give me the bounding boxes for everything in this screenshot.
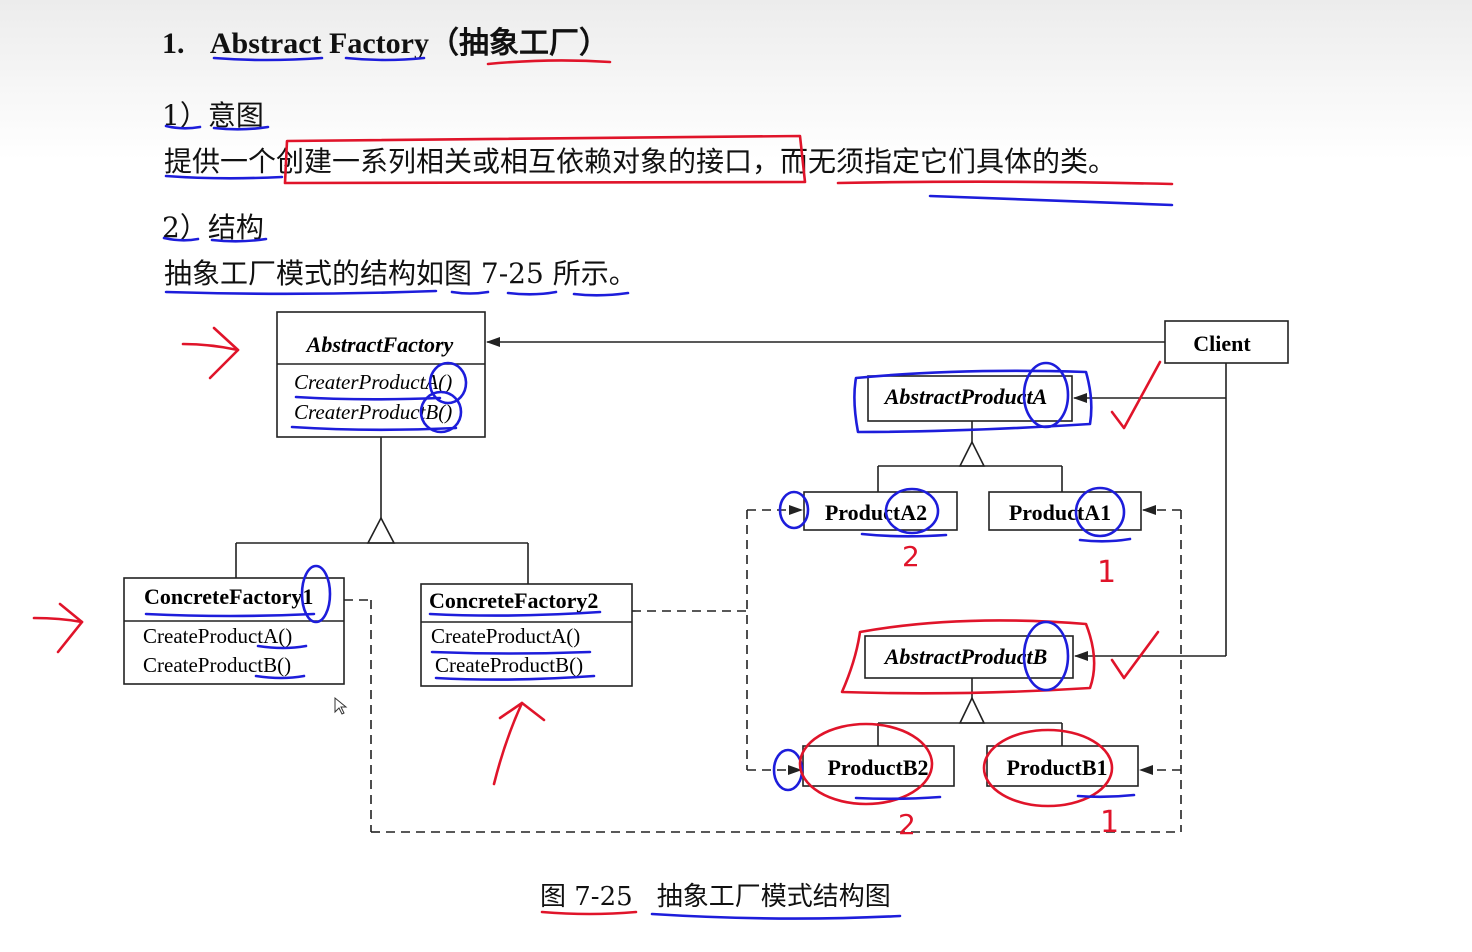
factory1-dependencies <box>344 505 1182 833</box>
mouse-cursor <box>334 696 348 715</box>
concrete-factory-1-class: ConcreteFactory1 CreateProductA() Create… <box>123 577 345 685</box>
annotation-digit-b1: 1 <box>1100 805 1119 840</box>
abstract-product-a-ink <box>853 360 1162 434</box>
caption-figure-number: 图 7-25 <box>540 882 633 912</box>
section2-label: 2）结构 <box>162 211 264 244</box>
heading-number: 1. <box>162 27 185 60</box>
product-a1-name: ProductA1 <box>1009 500 1111 525</box>
concrete-factory-1-ink <box>144 564 332 680</box>
product-a-ink: 2 1 <box>778 486 1132 590</box>
abstract-factory-ink <box>290 361 468 434</box>
concrete-factory-2-op-a: CreateProductA() <box>431 624 580 648</box>
section1-text: 提供一个创建一系列相关或相互依赖对象的接口，而无须指定它们具体的类。 <box>164 145 1117 178</box>
client-name: Client <box>1193 331 1251 356</box>
section2-ink <box>162 236 630 297</box>
abstract-product-a-name: AbstractProductA <box>883 384 1048 409</box>
heading-subtitle: （抽象工厂） <box>428 27 609 60</box>
section2-text: 抽象工厂模式的结构如图 7-25 所示。 <box>164 257 637 290</box>
heading-title: Abstract Factory <box>209 27 429 60</box>
product-a1-class: ProductA1 <box>988 491 1142 531</box>
factory-inheritance <box>235 437 529 584</box>
caption-ink <box>540 910 902 920</box>
product-b-inheritance <box>877 678 1063 746</box>
abstract-factory-op-b: CreaterProductB() <box>294 400 452 424</box>
product-b1-class: ProductB1 <box>986 745 1139 787</box>
concrete-factory-1-op-a: CreateProductA() <box>143 624 292 648</box>
abstract-product-b-name: AbstractProductB <box>883 644 1048 669</box>
annotation-digit-a2: 2 <box>902 540 920 573</box>
concrete-factory-2-class: ConcreteFactory2 CreateProductA() Create… <box>420 583 633 687</box>
client-class: Client <box>1164 320 1289 364</box>
factory2-dependencies <box>632 505 803 775</box>
caption-title: 抽象工厂模式结构图 <box>656 882 891 912</box>
red-arrow-marks <box>32 326 546 786</box>
concrete-factory-1-name: ConcreteFactory1 <box>144 584 313 609</box>
concrete-factory-1-op-b: CreateProductB() <box>143 653 291 677</box>
heading-ink <box>212 56 612 66</box>
product-b-ink: 2 1 <box>772 722 1136 841</box>
abstract-factory-op-a: CreaterProductA() <box>294 370 452 394</box>
annotation-digit-b2: 2 <box>898 808 916 841</box>
product-a2-class: ProductA2 <box>803 491 958 531</box>
heading: 1. Abstract Factory（抽象工厂） <box>162 18 609 62</box>
product-a-inheritance <box>877 421 1063 492</box>
abstract-factory-name: AbstractFactory <box>305 332 454 357</box>
concrete-factory-2-ink <box>428 610 602 681</box>
product-a2-name: ProductA2 <box>825 500 927 525</box>
section1-ink <box>164 124 1174 207</box>
figure-caption: 图 7-25 抽象工厂模式结构图 <box>540 876 891 913</box>
abstract-product-b-class: AbstractProductB <box>864 635 1074 679</box>
annotation-digit-a1: 1 <box>1097 555 1116 590</box>
concrete-factory-2-op-b: CreateProductB() <box>435 653 583 677</box>
section1-label: 1）意图 <box>162 99 264 132</box>
product-b2-name: ProductB2 <box>827 755 928 780</box>
abstract-product-a-class: AbstractProductA <box>867 375 1073 422</box>
abstract-product-b-ink <box>840 619 1160 695</box>
abstract-factory-class: AbstractFactory CreaterProductA() Create… <box>276 311 486 438</box>
product-b1-name: ProductB1 <box>1006 755 1107 780</box>
concrete-factory-2-name: ConcreteFactory2 <box>429 588 598 613</box>
